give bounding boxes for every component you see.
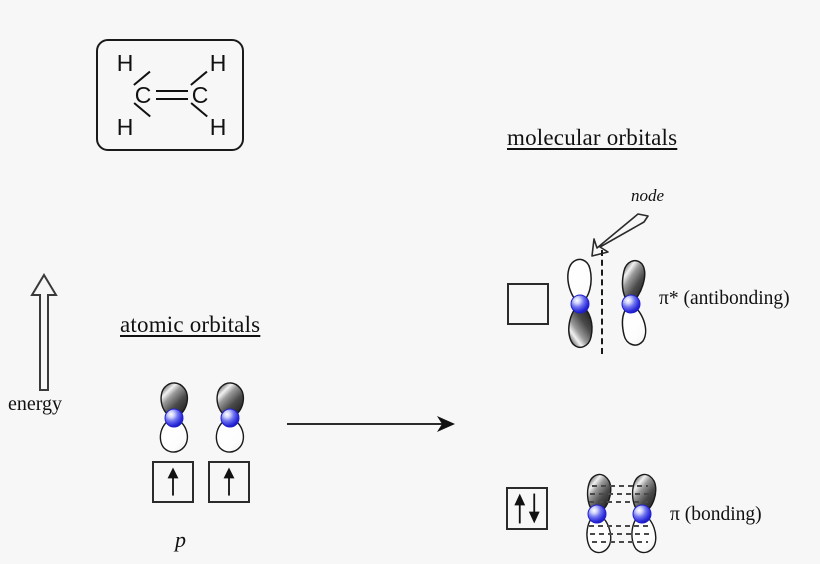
electron-spin-pair-arrows [514,493,540,524]
orbital-overlap-dashes-bottom [589,525,651,543]
antibonding-orbital-right [621,260,647,346]
orbital-center-sphere-left [587,504,607,524]
electron-spin-up-arrow [223,467,235,496]
bonding-orbital-pair [586,473,657,554]
atomic-p-orbital-right [215,382,245,453]
double-bond-lower-line [156,98,188,101]
bonding-orbital-right [631,473,657,554]
atom-label-h-bottom-left: H [116,114,134,140]
electron-box-bonding [506,487,548,530]
antibonding-orbital-label: π* (antibonding) [659,288,790,309]
node-plane-dashed-line [601,250,603,354]
molecular-orbitals-heading: molecular orbitals [507,125,677,151]
atomic-orbitals-heading: atomic orbitals [120,312,260,338]
antibonding-orbital-left [567,258,593,348]
atomic-p-orbital-left [159,382,189,453]
node-callout-arrow [591,213,649,257]
bonding-orbital-label: π (bonding) [670,504,762,525]
double-bond-upper-line [156,90,188,93]
p-orbital-label: p [175,527,186,552]
atom-label-h-top-left: H [116,50,134,76]
orbital-overlap-dashes-top [589,485,651,503]
energy-axis-arrow [30,273,58,391]
molecular-orbitals-heading-text: molecular orbitals [507,125,678,150]
electron-box-atomic-left [152,461,194,503]
lewis-structure-box: H H H H C C [96,39,244,151]
atom-label-c-left: C [134,82,152,108]
atom-label-c-right: C [191,82,209,108]
electron-box-antibonding [507,283,549,325]
orbital-center-sphere-right [632,504,652,524]
atomic-orbitals-heading-text: atomic orbitals [120,312,261,337]
atom-label-h-bottom-right: H [209,114,227,140]
energy-axis-label: energy [8,393,63,415]
transformation-arrow-shaft [287,423,442,425]
transformation-arrow-head [437,416,455,432]
electron-spin-up-arrow [167,467,179,496]
atom-label-h-top-right: H [209,50,227,76]
node-callout-label: node [631,186,665,205]
electron-box-atomic-right [208,461,250,503]
